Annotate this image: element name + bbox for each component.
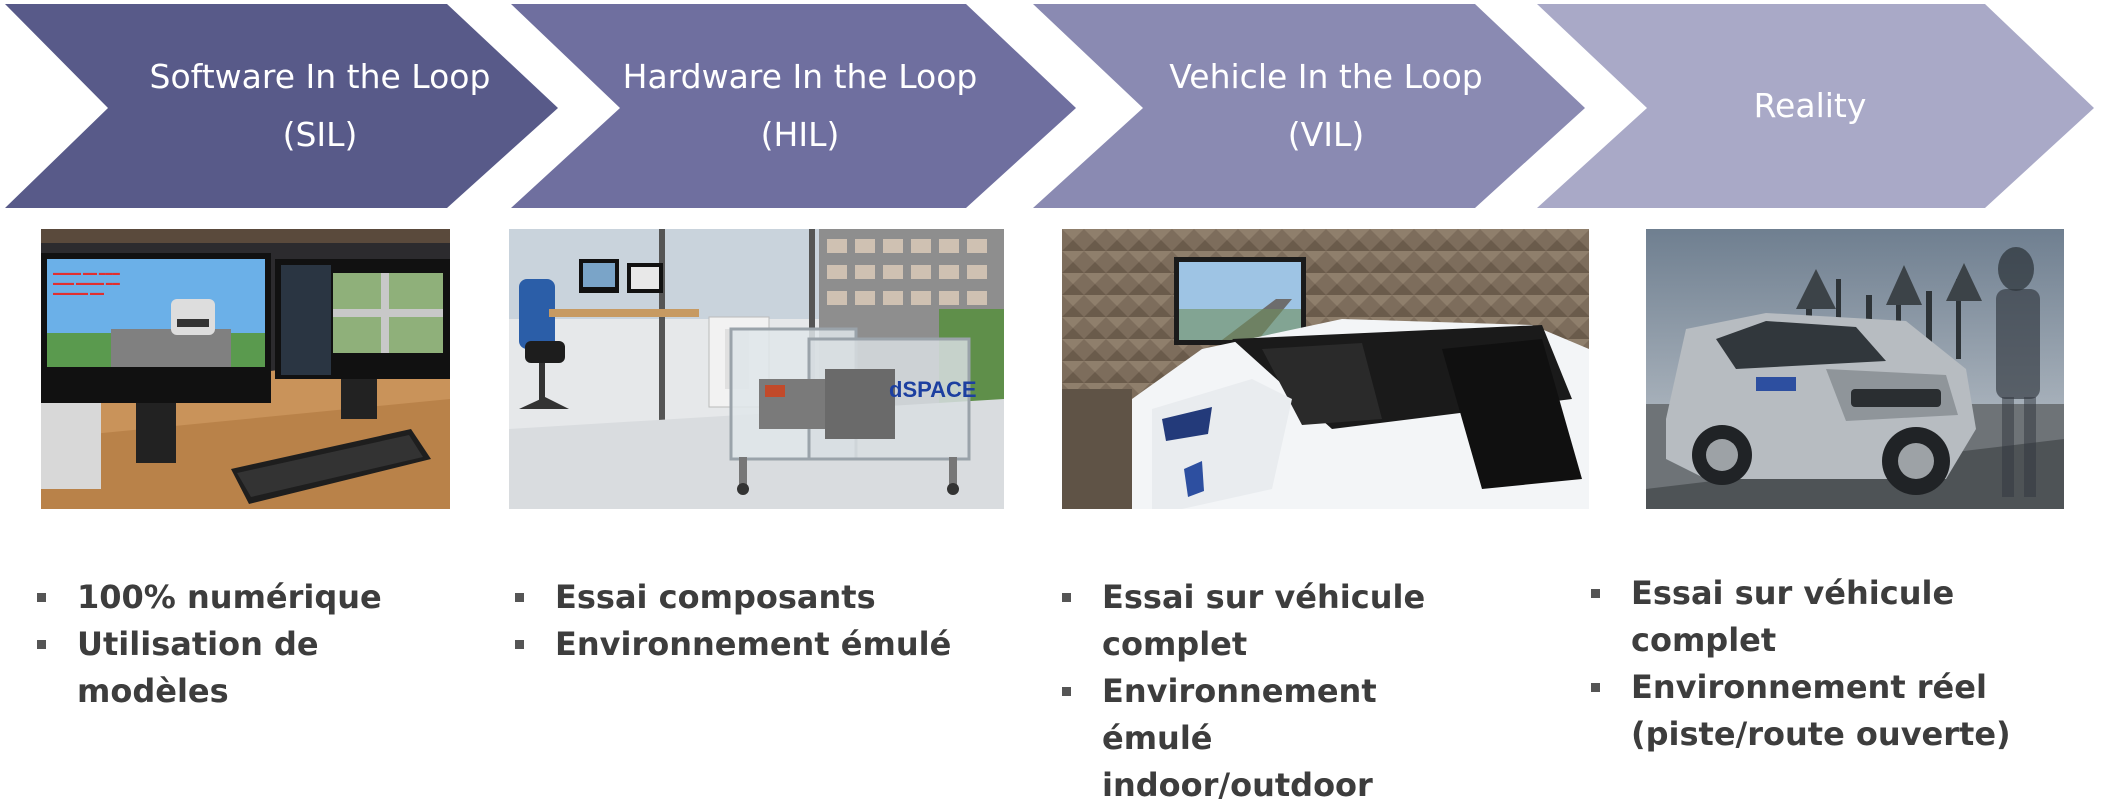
list-item: 100% numérique — [31, 574, 471, 621]
stage-vil-abbr: (VIL) — [1287, 115, 1365, 154]
stage-reality-title: Reality — [1660, 0, 1960, 212]
stage-vil-bullets: Essai sur véhicule complet Environnement… — [1056, 574, 1546, 809]
chevron-vil — [1033, 4, 1585, 208]
stage-hil-abbr: (HIL) — [760, 115, 840, 154]
svg-text:▬▬▬▬ ▬▬ ▬▬▬: ▬▬▬▬ ▬▬ ▬▬▬ — [53, 270, 120, 277]
list-item: Environnement émulé — [509, 621, 989, 668]
stage-reality-name: Reality — [1753, 86, 1867, 125]
svg-text:▬▬▬▬▬ ▬▬: ▬▬▬▬▬ ▬▬ — [53, 290, 104, 297]
stage-sil-abbr: (SIL) — [282, 115, 358, 154]
chevron-reality — [1537, 4, 2094, 208]
stage-vil-name: Vehicle In the Loop — [1169, 57, 1483, 96]
suv-on-test-track-photo — [1646, 229, 2064, 509]
chevron-hil — [511, 4, 1076, 208]
stage-sil-name: Software In the Loop — [149, 57, 491, 96]
stage-hil-title: Hardware In the Loop (HIL) — [600, 0, 1000, 212]
vehicle-in-anechoic-chamber-photo — [1062, 229, 1589, 509]
chevron-sil — [5, 4, 558, 208]
stage-vil-title: Vehicle In the Loop (VIL) — [1126, 0, 1526, 212]
list-item: Essai sur véhicule complet — [1056, 574, 1546, 668]
stage-hil-name: Hardware In the Loop — [622, 57, 978, 96]
list-item: Essai sur véhicule complet — [1585, 570, 2095, 664]
list-item: Environnement réel (piste/route ouverte) — [1585, 664, 2021, 758]
stage-reality-bullets: Essai sur véhicule complet Environnement… — [1585, 570, 2095, 758]
hil-test-bench-photo: dSPACE — [509, 229, 1004, 509]
svg-text:▬▬▬ ▬▬▬▬ ▬▬: ▬▬▬ ▬▬▬▬ ▬▬ — [53, 280, 120, 287]
stage-hil-bullets: Essai composants Environnement émulé — [509, 574, 989, 668]
list-item: Utilisation de modèles — [31, 621, 471, 715]
list-item: Essai composants — [509, 574, 989, 621]
stage-sil-title: Software In the Loop (SIL) — [100, 0, 540, 212]
process-chevrons — [5, 4, 2094, 208]
bench-brand-label: dSPACE — [889, 377, 977, 402]
stage-sil-bullets: 100% numérique Utilisation de modèles — [31, 574, 471, 715]
desktop-simulator-photo: ▬▬▬▬ ▬▬ ▬▬▬ ▬▬▬ ▬▬▬▬ ▬▬ ▬▬▬▬▬ ▬▬ — [41, 229, 450, 509]
